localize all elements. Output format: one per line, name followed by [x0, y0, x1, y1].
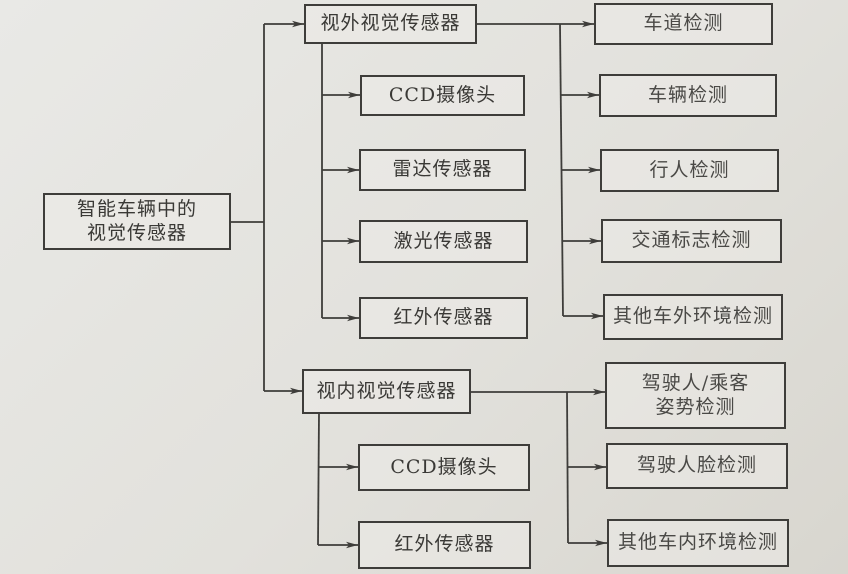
detection-node-pedestrian: 行人检测: [600, 149, 779, 192]
sensor-node-inside-infrared: 红外传感器: [358, 521, 531, 569]
sensor-node-inside-ccd: CCD摄像头: [358, 444, 530, 491]
sensor-node-outside-ccd: CCD摄像头: [360, 75, 525, 116]
branch-node-inside: 视内视觉传感器: [302, 369, 471, 414]
detection-node-vehicle: 车辆检测: [599, 74, 777, 117]
detection-node-driver-posture: 驾驶人/乘客 姿势检测: [605, 362, 786, 429]
sensor-node-outside-infrared: 红外传感器: [359, 297, 528, 339]
sensor-node-outside-radar: 雷达传感器: [359, 149, 526, 191]
sensor-node-outside-laser: 激光传感器: [359, 220, 528, 263]
detection-node-traffic-sign: 交通标志检测: [601, 219, 782, 263]
branch-node-outside: 视外视觉传感器: [304, 4, 477, 44]
detection-node-driver-face: 驾驶人脸检测: [606, 443, 788, 489]
detection-node-other-interior: 其他车内环境检测: [607, 519, 789, 567]
detection-node-lane: 车道检测: [594, 3, 773, 45]
root-node: 智能车辆中的 视觉传感器: [43, 193, 231, 250]
detection-node-other-exterior: 其他车外环境检测: [603, 294, 783, 340]
